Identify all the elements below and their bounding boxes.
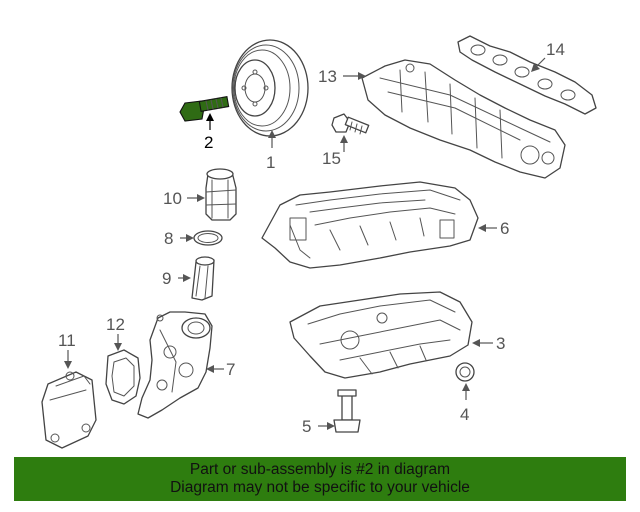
oil-filter-cap[interactable] [205, 168, 237, 221]
oil-filter-element[interactable] [191, 256, 215, 301]
callout-2: 2 [204, 133, 213, 152]
callout-14: 14 [546, 40, 565, 59]
lower-oil-pan[interactable] [289, 291, 473, 379]
info-banner: Part or sub-assembly is #2 in diagram Di… [14, 457, 626, 501]
callout-6: 6 [500, 219, 509, 238]
callout-11: 11 [58, 331, 76, 350]
callout-8: 8 [164, 229, 173, 248]
banner-line-1: Part or sub-assembly is #2 in diagram [189, 461, 451, 478]
callout-10: 10 [163, 189, 182, 208]
oil-level-sensor[interactable] [333, 389, 361, 433]
callout-15: 15 [322, 149, 341, 168]
callout-3: 3 [496, 334, 505, 353]
crank-bolt[interactable] [179, 96, 230, 122]
callout-13: 13 [318, 67, 337, 86]
banner-line-2: Diagram may not be specific to your vehi… [170, 479, 470, 496]
manifold-gasket[interactable] [457, 35, 597, 115]
manifold-bolt[interactable] [331, 113, 370, 135]
callout-7: 7 [226, 360, 235, 379]
callout-1: 1 [266, 153, 275, 172]
crankshaft-pulley[interactable] [231, 39, 309, 137]
callout-5: 5 [302, 417, 311, 436]
upper-oil-pan[interactable] [261, 181, 479, 269]
intake-manifold[interactable] [361, 59, 566, 179]
housing-gasket[interactable] [105, 349, 141, 405]
callout-4: 4 [460, 405, 469, 424]
parts-diagram: 1 2 13 14 [41, 35, 597, 449]
o-ring[interactable] [193, 230, 223, 246]
callout-12: 12 [106, 315, 125, 334]
oil-cooler[interactable] [41, 371, 97, 449]
callout-9: 9 [162, 269, 171, 288]
oil-filter-housing[interactable] [137, 311, 213, 419]
drain-plug[interactable] [455, 362, 475, 382]
